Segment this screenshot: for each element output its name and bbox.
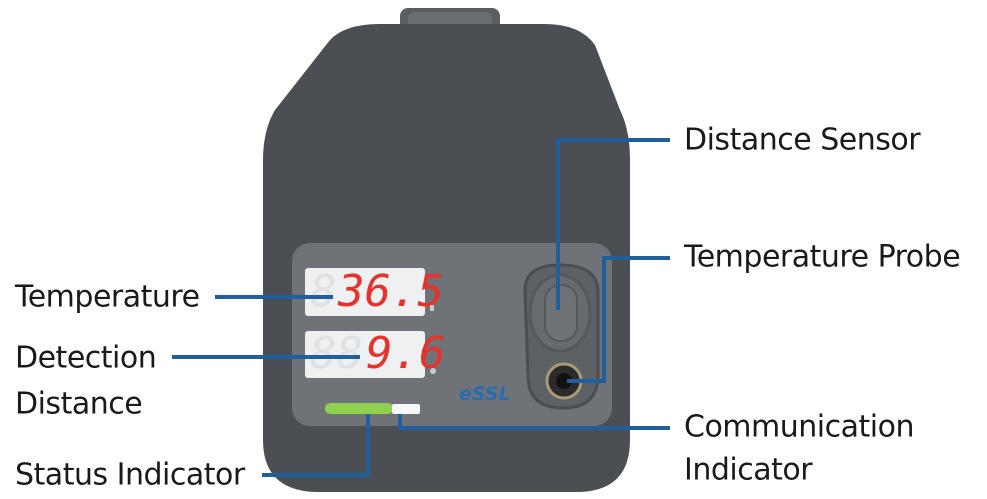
- status-indicator-callout-line: [262, 414, 370, 477]
- label-communication-indicator-line1: Communication: [684, 410, 914, 445]
- t-indicator-icon: [430, 305, 434, 311]
- label-detection-distance-line2: Distance: [15, 387, 142, 422]
- d-indicator-icon: [430, 368, 436, 374]
- label-temperature-probe: Temperature Probe: [683, 240, 960, 275]
- communication-indicator-light: [392, 404, 420, 414]
- label-communication-indicator-line2: Indicator: [684, 453, 813, 488]
- temperature-display: 8 36.5: [305, 266, 444, 317]
- status-indicator-light: [325, 403, 393, 414]
- communication-indicator-callout-line: [398, 414, 670, 430]
- probe-hole: [556, 373, 572, 389]
- temperature-probe-callout-line: [567, 256, 670, 383]
- distance-sensor-callout-line: [556, 138, 670, 310]
- label-detection-distance-line1: Detection: [15, 341, 156, 376]
- brand-logo: eSSL: [459, 383, 511, 405]
- distance-display: 88 9.6: [305, 328, 445, 379]
- ghost-digits: 8: [310, 266, 337, 317]
- temperature-reading: 36.5: [337, 266, 444, 317]
- label-status-indicator: Status Indicator: [15, 458, 246, 493]
- label-temperature: Temperature: [14, 280, 200, 315]
- distance-sensor: [544, 284, 578, 342]
- label-distance-sensor: Distance Sensor: [684, 123, 921, 158]
- ghost-digits: 88: [310, 328, 363, 379]
